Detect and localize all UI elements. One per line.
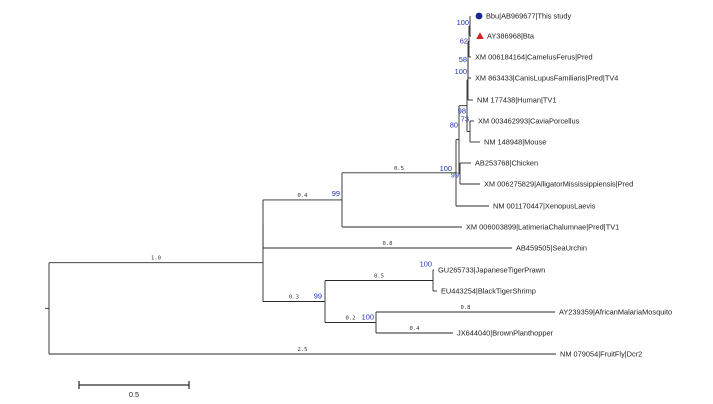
leaf-label-prawn: GU265733|JapaneseTigerPrawn bbox=[438, 266, 545, 275]
leaf-label-cavia: XM 003462993|CaviaPorcellus bbox=[478, 117, 580, 126]
leaf-marker-triangle-icon bbox=[476, 32, 484, 39]
leaf-label-camel: XM 006184164|CamelusFerus|Pred bbox=[475, 53, 593, 62]
bootstrap-n_crust: 100 bbox=[420, 260, 432, 269]
branch-length-mosquito: 0.8 bbox=[460, 305, 471, 311]
leaf-label-dog: XM 863433|CanisLupusFamiliaris|Pred|TV4 bbox=[475, 74, 618, 83]
bootstrap-n_bbu_bta: 100 bbox=[457, 18, 469, 27]
leaf-label-mosquito: AY239359|AfricanMalariaMosquito bbox=[559, 308, 672, 317]
leaf-label-xenopus: NM 001170447|XenopusLaevis bbox=[493, 202, 596, 211]
leaf-label-shrimp: EU443254|BlackTigerShrimp bbox=[441, 287, 536, 296]
bootstrap-n_amn: 80 bbox=[450, 121, 458, 130]
bootstrap-n_sarc: 99 bbox=[332, 189, 340, 198]
branch-length-fruitfly: 2.5 bbox=[297, 347, 307, 353]
bootstrap-n_prim: 100 bbox=[455, 67, 467, 76]
leaf-label-bta: AY386968|Bta bbox=[487, 32, 535, 41]
leaf-label-bbu: Bbu|AB969677|This study bbox=[486, 12, 571, 21]
leaf-label-chicken: AB253768|Chicken bbox=[475, 159, 538, 168]
bootstrap-n_dog: 58 bbox=[459, 55, 467, 64]
bootstrap-n_rod: 73 bbox=[461, 115, 469, 124]
bootstrap-n_tet: 100 bbox=[440, 164, 452, 173]
tree-branches bbox=[45, 16, 556, 355]
scale-bar-label: 0.5 bbox=[129, 390, 139, 399]
leaf-label-fruitfly: NM 079054|FruitFly|Dcr2 bbox=[560, 350, 642, 359]
branch-length-n_insect: 0.2 bbox=[345, 316, 355, 322]
leaf-marker-circle-icon bbox=[475, 12, 483, 20]
leaf-label-planthopper: JX644040|BrownPlanthopper bbox=[457, 329, 554, 338]
leaf-label-urchin: AB459505|SeaUrchin bbox=[516, 244, 587, 253]
bootstrap-n_arth: 99 bbox=[314, 292, 322, 301]
leaf-label-alligator: XM 006275829|AlligatorMississippiensis|P… bbox=[484, 180, 633, 189]
branch-length-n_tet: 0.5 bbox=[394, 166, 404, 172]
branch-length-n_crust: 0.5 bbox=[374, 274, 384, 280]
branch-length-n_arth: 0.3 bbox=[289, 295, 299, 301]
branch-length-root_top: 1.0 bbox=[151, 256, 161, 262]
branch-length-n_sarc: 0.4 bbox=[297, 193, 308, 199]
leaf-label-human: NM 177438|Human|TV1 bbox=[477, 96, 556, 105]
leaf-label-mouse: NM 148948|Mouse bbox=[484, 138, 546, 147]
scale-bar: 0.5 bbox=[78, 381, 190, 399]
leaf-label-latimeria: XM 006003899|LatimeriaChalumnae|Pred|TV1 bbox=[466, 223, 619, 232]
branch-length-urchin: 0.8 bbox=[382, 241, 393, 247]
branch-length-planthopper: 0.4 bbox=[409, 326, 420, 332]
bootstrap-n_camel: 62 bbox=[460, 37, 468, 46]
bootstrap-n_mam: 98 bbox=[458, 107, 466, 116]
bootstrap-n_insect: 100 bbox=[362, 313, 374, 322]
bootstrap-n_arch: 99 bbox=[451, 171, 459, 180]
